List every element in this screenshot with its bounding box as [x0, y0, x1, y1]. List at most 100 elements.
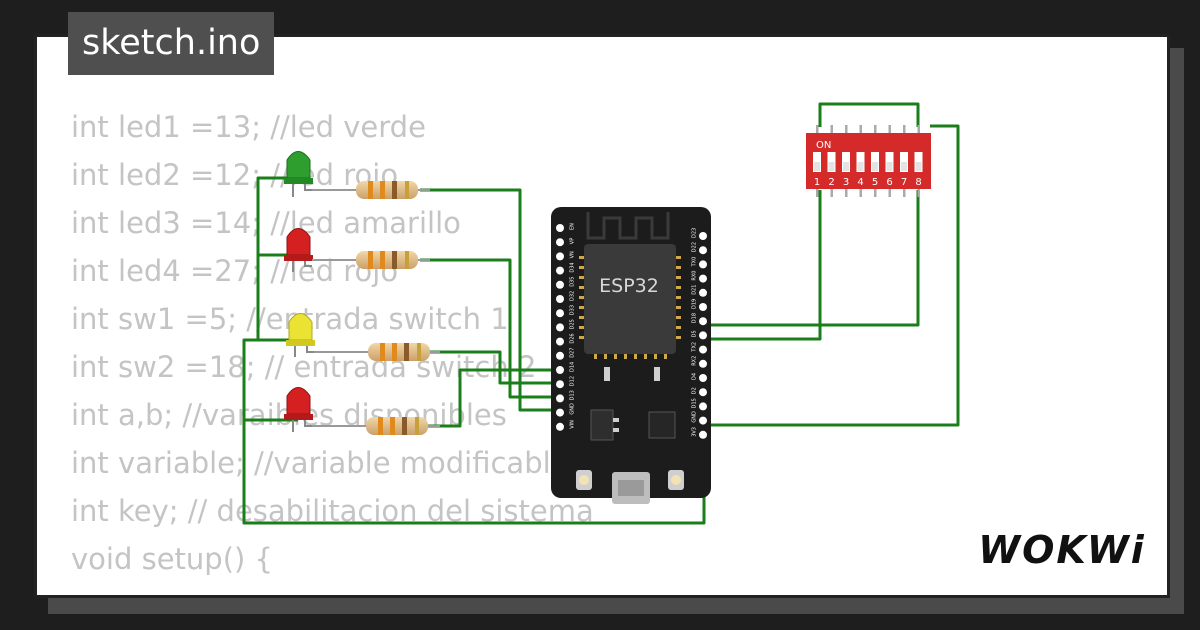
- pin-label: D23: [692, 228, 698, 238]
- pin-label: 3V3: [692, 427, 698, 437]
- wire-dip-top: [818, 102, 920, 127]
- pin-label: D35: [570, 277, 576, 287]
- wire-sw1: [703, 190, 920, 327]
- resistor-1[interactable]: [312, 181, 430, 199]
- dip-key-knob: [872, 162, 878, 171]
- pin-en[interactable]: [556, 224, 564, 232]
- pin-d23[interactable]: [699, 232, 707, 240]
- pin-gnd[interactable]: [699, 416, 707, 425]
- dip-legs: [816, 125, 920, 197]
- pin-label: D32: [570, 291, 576, 301]
- dip-key-knob: [828, 162, 835, 171]
- code-line: int led3 =14; //led amarillo: [71, 206, 461, 240]
- wire-led3: [420, 350, 560, 385]
- wires: [242, 102, 960, 525]
- pin-rx0[interactable]: [699, 274, 707, 283]
- dip-leg: [816, 189, 819, 197]
- pin-label: D25: [570, 319, 576, 329]
- dip-leg: [830, 125, 833, 133]
- pin-label: D27: [570, 348, 576, 358]
- dip-leg: [845, 189, 848, 197]
- pin-label: EN: [570, 223, 576, 230]
- pin-label: D5: [692, 330, 698, 337]
- pin-tx2[interactable]: [699, 345, 707, 354]
- code-line: int variable; //variable modificable: [71, 446, 569, 480]
- module-pads: [579, 256, 681, 359]
- dip-key-knob: [886, 162, 893, 171]
- pin-label: VN: [570, 251, 576, 258]
- pin-label: D18: [692, 313, 698, 323]
- pin-d35[interactable]: [556, 280, 564, 289]
- dip-key-knob: [814, 162, 820, 171]
- wire-led2: [420, 258, 560, 399]
- dip-number: 2: [828, 177, 834, 188]
- esp32-board[interactable]: ESP32 ENVPVND34D35D32D33D25D26D27D14D12D…: [551, 207, 711, 504]
- dip-number: 1: [814, 177, 820, 188]
- dip-on-label: ON: [816, 140, 831, 151]
- code-line: int sw1 =5; //entrada switch 1: [71, 302, 509, 336]
- pin-label: D33: [570, 305, 576, 315]
- pin-d26[interactable]: [556, 337, 564, 346]
- file-tab[interactable]: sketch.ino: [68, 12, 275, 75]
- pin-vin[interactable]: [556, 422, 564, 431]
- code-line: int sw2 =18; // entrada switch 2: [71, 350, 537, 384]
- pin-d5[interactable]: [699, 331, 707, 340]
- pin-label: RX0: [692, 271, 698, 281]
- pin-d12[interactable]: [556, 380, 564, 389]
- pin-label: D14: [570, 362, 576, 372]
- resistor-2[interactable]: [312, 251, 430, 269]
- esp32-pins: ENVPVND34D35D32D33D25D26D27D14D12D13GNDV…: [556, 223, 707, 439]
- resistor-3[interactable]: [314, 343, 440, 361]
- pin-tx0[interactable]: [699, 260, 707, 269]
- pin-label: GND: [692, 411, 698, 423]
- dip-key-knob: [843, 162, 849, 171]
- pin-d21[interactable]: [699, 288, 707, 297]
- chip-label: ESP32: [599, 275, 659, 297]
- dip-leg: [874, 125, 877, 133]
- led-green[interactable]: [284, 151, 313, 198]
- code-line: int led1 =13; //led verde: [71, 110, 426, 144]
- resistor-4[interactable]: [312, 417, 440, 435]
- pin-d15[interactable]: [699, 402, 707, 411]
- dip-leg: [859, 125, 862, 133]
- pin-rx2[interactable]: [699, 359, 707, 368]
- pin-d27[interactable]: [556, 351, 564, 360]
- pin-d4[interactable]: [699, 374, 707, 382]
- pin-vn[interactable]: [556, 252, 564, 261]
- dip-leg: [830, 189, 833, 197]
- led-red-2[interactable]: [284, 387, 313, 433]
- pin-d33[interactable]: [556, 309, 564, 318]
- dip-leg: [888, 125, 891, 133]
- dip-key-knob: [857, 162, 864, 171]
- led-yellow[interactable]: [286, 313, 315, 358]
- code-line: int led4 =27; //led rojo: [71, 254, 399, 288]
- pin-d18[interactable]: [699, 317, 707, 326]
- pin-d13[interactable]: [556, 394, 564, 403]
- wire-3v3: [703, 124, 960, 427]
- pin-label: D21: [692, 285, 698, 295]
- dip-leg: [917, 125, 920, 133]
- pin-d14[interactable]: [556, 366, 564, 374]
- dip-number: 5: [872, 177, 878, 188]
- pin-label: D12: [570, 376, 576, 386]
- pin-d22[interactable]: [699, 246, 707, 255]
- pin-label: TX2: [692, 342, 698, 353]
- dip-leg: [845, 125, 848, 133]
- pin-label: D26: [570, 333, 576, 343]
- pin-d34[interactable]: [556, 266, 564, 275]
- pin-3v3[interactable]: [699, 430, 707, 439]
- pin-d25[interactable]: [556, 323, 564, 332]
- pin-d2[interactable]: [699, 388, 707, 397]
- pin-vp[interactable]: [556, 238, 564, 247]
- led-red-1[interactable]: [284, 228, 313, 273]
- dip-number: 7: [901, 177, 907, 188]
- dip-number: 8: [915, 177, 921, 188]
- pin-label: D22: [692, 242, 698, 252]
- pin-gnd[interactable]: [556, 408, 564, 417]
- pin-d19[interactable]: [699, 303, 707, 311]
- pin-d32[interactable]: [556, 295, 564, 303]
- pin-label: VP: [570, 238, 576, 244]
- dip-leg: [917, 189, 920, 197]
